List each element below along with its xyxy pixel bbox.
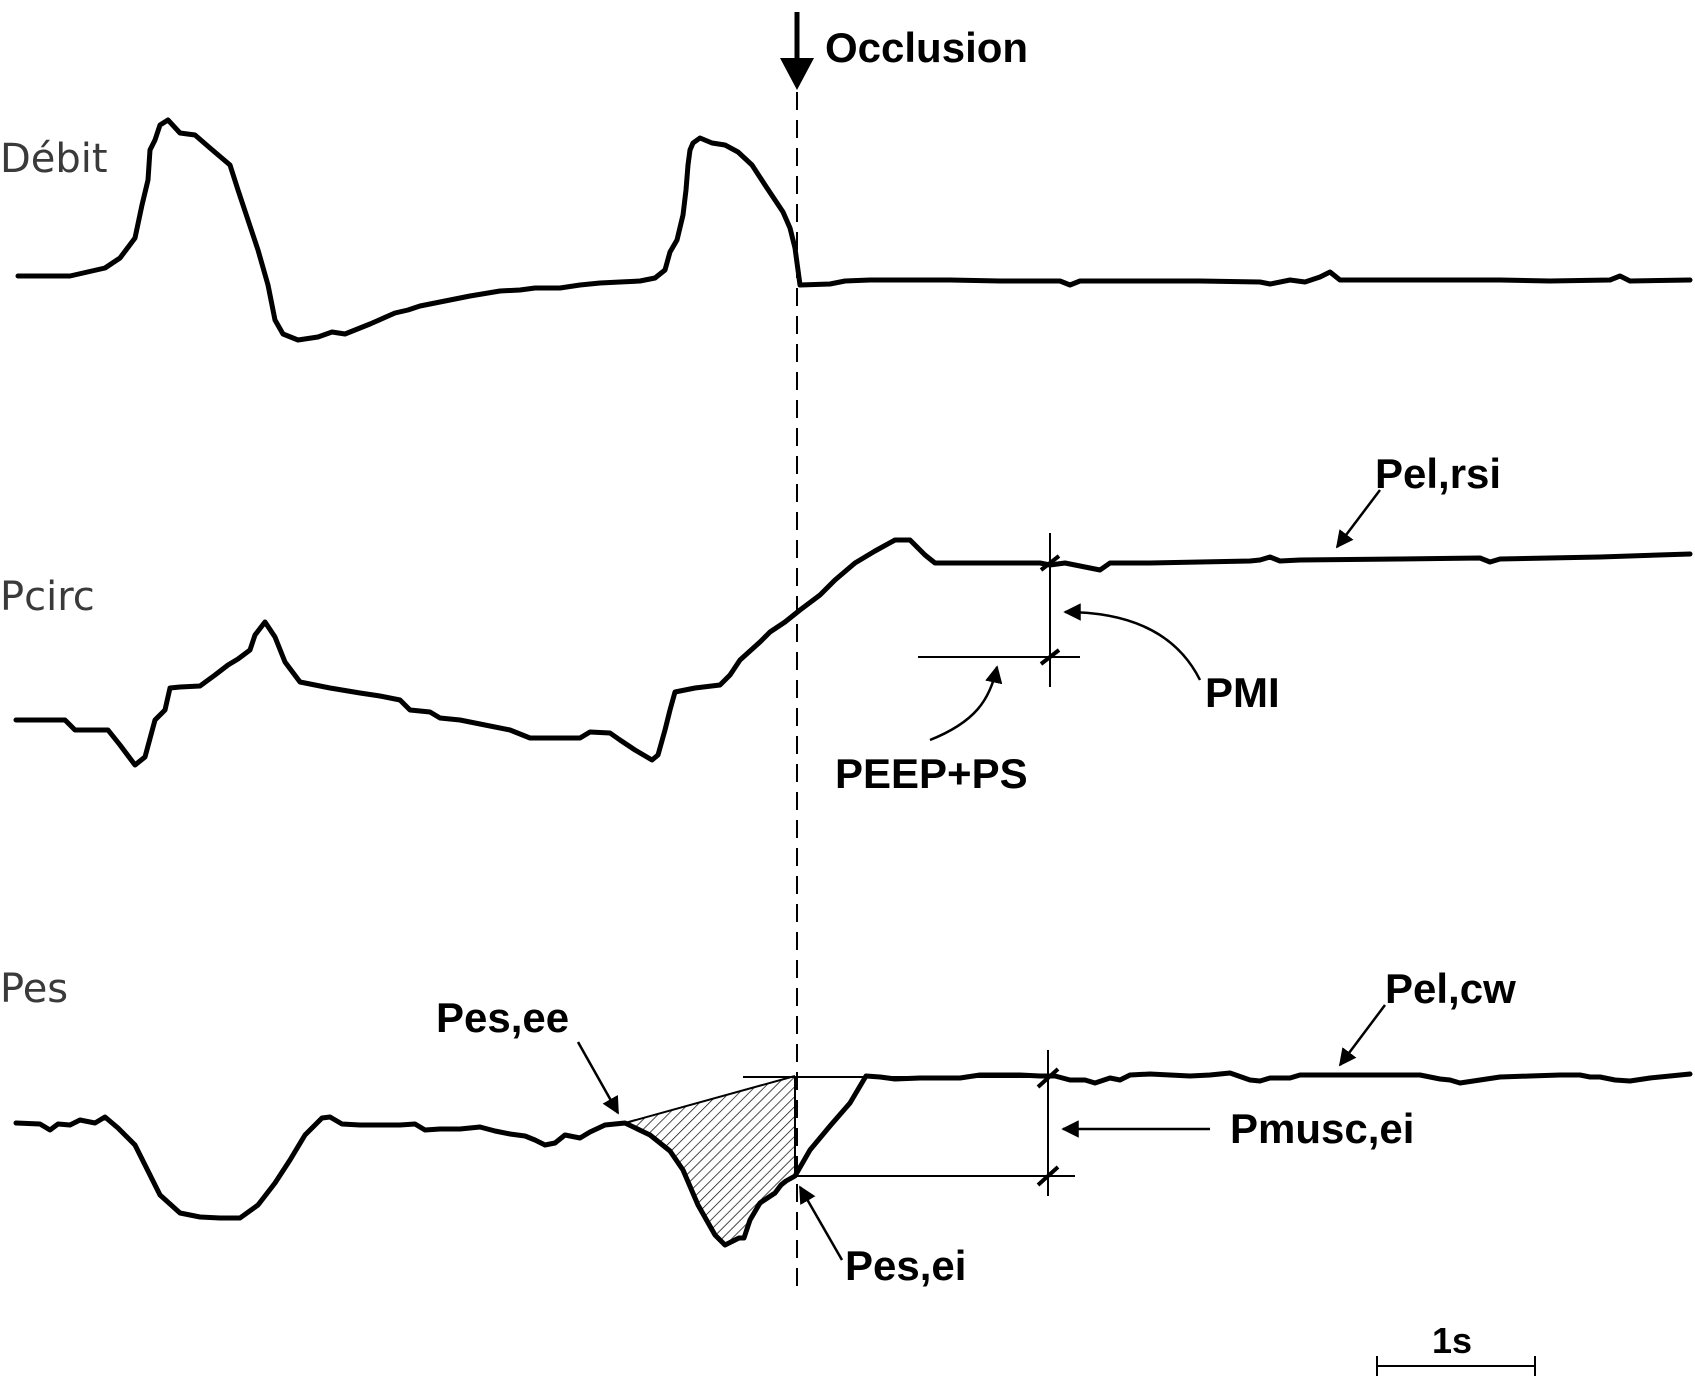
scale-bar-label: 1s <box>1432 1320 1472 1361</box>
pes-trace <box>13 1070 1693 1248</box>
pel-rsi-label: Pel,rsi <box>1375 450 1501 497</box>
pel-cw-arrow <box>1338 1004 1386 1067</box>
occlusion-arrow-head <box>780 58 814 90</box>
pmusc-bottom-tick <box>1036 1165 1060 1187</box>
peep-ps-label: PEEP+PS <box>835 750 1028 797</box>
flow-trace <box>15 117 1693 343</box>
pmi-label: PMI <box>1205 669 1280 716</box>
peep-ps-arrow <box>929 665 1003 742</box>
pes-ei-arrow <box>798 1185 844 1261</box>
pmusc-ei-label: Pmusc,ei <box>1230 1105 1414 1152</box>
pes-ee-label: Pes,ee <box>436 994 569 1041</box>
pes-ee-arrow <box>576 1041 620 1115</box>
pel-cw-label: Pel,cw <box>1385 965 1516 1012</box>
pcirc-trace-label: Pcirc <box>0 574 95 620</box>
pmi-bottom-tick <box>1039 648 1061 666</box>
pcirc-trace <box>13 537 1693 768</box>
pmusc-top-tick <box>1036 1067 1060 1089</box>
occlusion-label: Occlusion <box>825 24 1028 71</box>
flow-trace-label: Débit <box>0 136 108 182</box>
pel-rsi-arrow <box>1335 489 1381 549</box>
pmi-top-tick <box>1039 554 1061 572</box>
pes-area-upper-boundary <box>624 1075 796 1124</box>
pes-trace-label: Pes <box>0 966 68 1012</box>
pes-shaded-area <box>625 1075 795 1245</box>
pmi-arrow <box>1063 603 1202 681</box>
pes-ei-label: Pes,ei <box>845 1242 966 1289</box>
